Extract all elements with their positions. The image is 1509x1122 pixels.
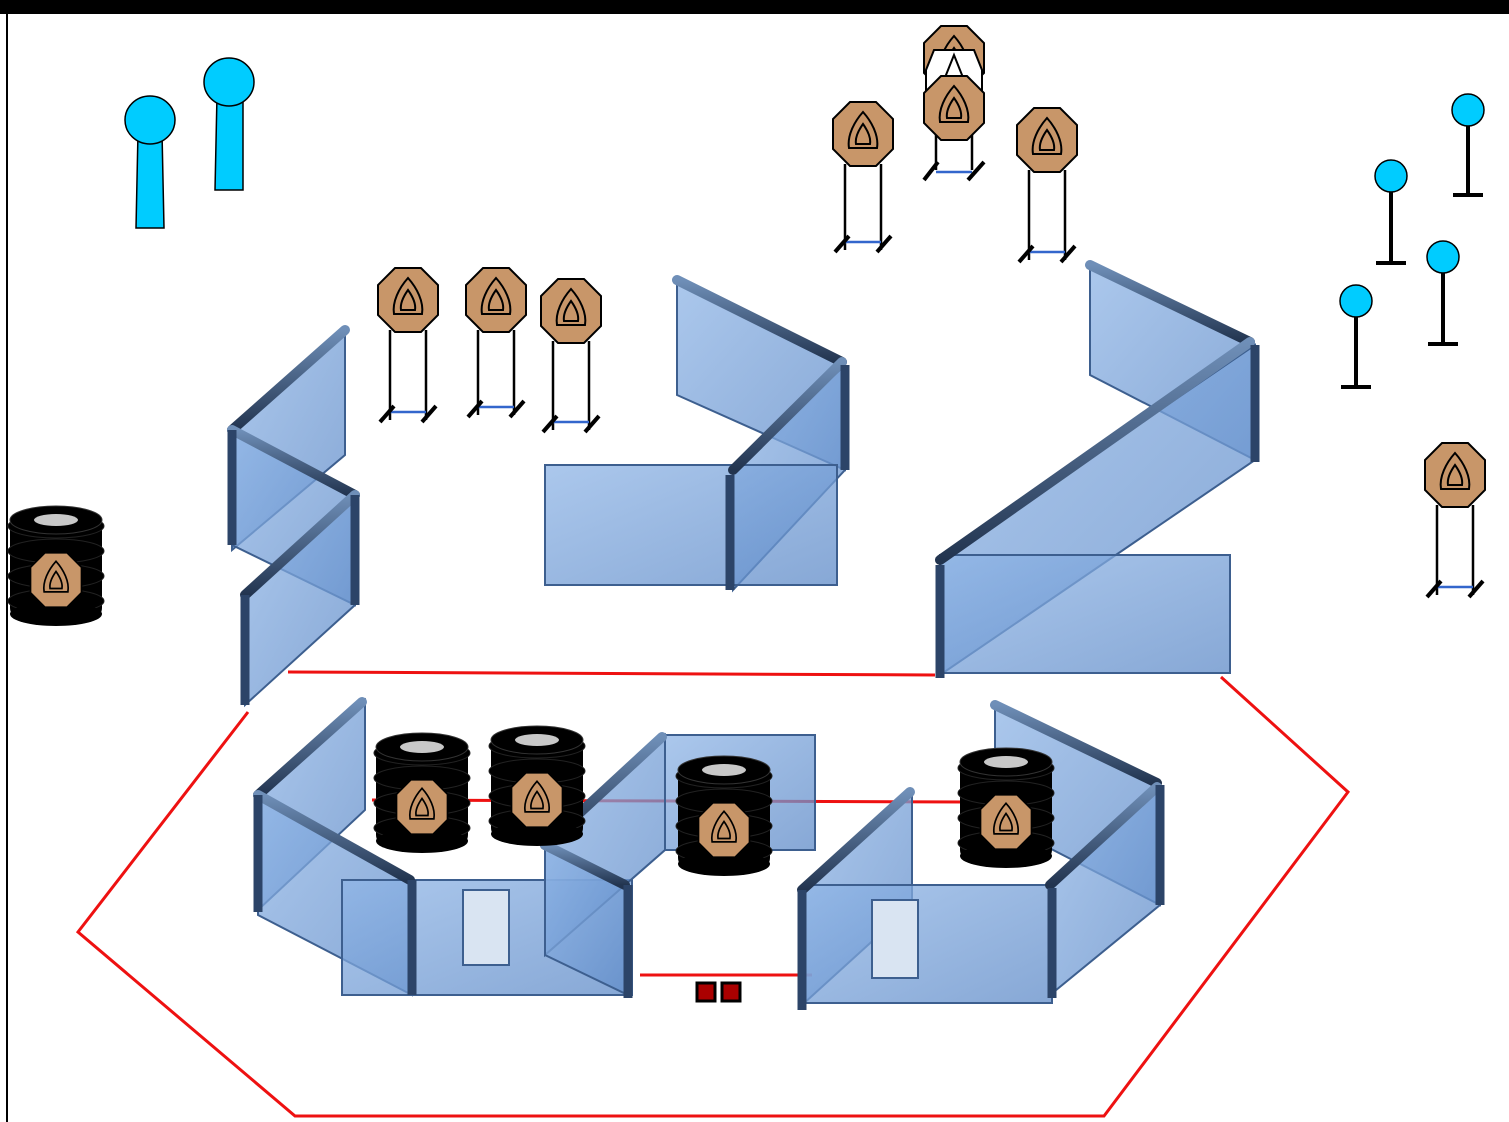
plate-target — [1374, 159, 1408, 265]
plate-target — [1426, 240, 1460, 346]
cardboard-target — [1424, 442, 1486, 599]
fault-line-mid — [287, 670, 936, 677]
fault-line-outer — [75, 675, 1351, 1118]
barrel-target — [373, 732, 471, 853]
poppers — [124, 57, 255, 229]
barrel-target — [675, 755, 773, 876]
frame-border — [6, 14, 8, 1122]
cardboard-target — [465, 267, 527, 419]
plates — [1339, 93, 1485, 389]
barrel-targets — [7, 505, 1055, 876]
cardboard-target — [922, 25, 986, 182]
wall-lower-right — [797, 700, 1165, 1010]
cardboard-target — [1016, 107, 1078, 264]
page-title — [0, 0, 1509, 14]
wall-upper-left — [227, 325, 360, 708]
walls — [227, 260, 1260, 1010]
window-right — [871, 899, 919, 979]
start-marker — [720, 981, 742, 1003]
plate-target — [1339, 284, 1373, 389]
wall-upper-center — [544, 275, 850, 593]
cardboard-targets — [377, 25, 1486, 599]
popper-target — [203, 57, 255, 191]
cardboard-target — [540, 278, 602, 434]
plate-target — [1451, 93, 1485, 197]
cardboard-target — [832, 101, 894, 254]
window-left — [462, 889, 510, 966]
cardboard-target — [377, 267, 439, 424]
popper-target — [124, 95, 176, 229]
start-position — [695, 981, 742, 1003]
start-marker — [695, 981, 717, 1003]
barrel-target — [488, 725, 586, 846]
barrel-target — [957, 747, 1055, 868]
barrel-target — [7, 505, 105, 626]
wall-upper-right — [935, 260, 1260, 678]
